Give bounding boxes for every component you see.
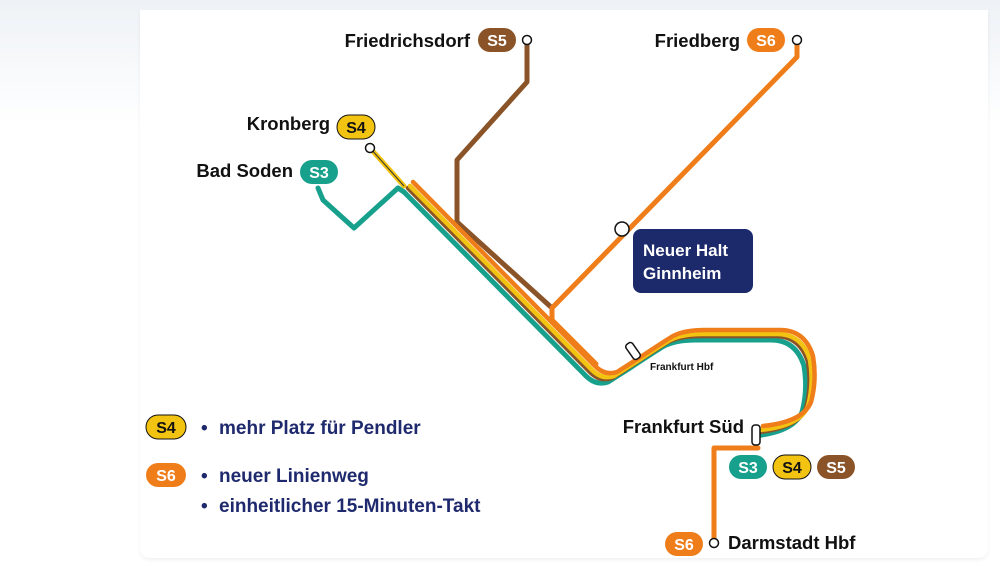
callout-line2: Ginnheim [643, 264, 721, 283]
callout-new-stop-ginnheim: Neuer Halt Ginnheim [633, 229, 753, 293]
legend-bullet: • [201, 418, 208, 439]
svg-text:S6: S6 [756, 33, 776, 50]
svg-text:S4: S4 [346, 120, 366, 137]
label-darmstadt-hbf: Darmstadt Hbf [728, 532, 856, 553]
trunk-bundle [401, 179, 817, 439]
label-friedberg: Friedberg [655, 30, 740, 51]
badge-s4-kronberg: S4 [336, 114, 376, 140]
svg-text:S4: S4 [156, 420, 176, 437]
stop-friedberg [791, 34, 803, 46]
badge-s4-sued: S4 [772, 454, 812, 480]
legend-badge-s6: S6 [146, 463, 186, 487]
badge-s6-darmstadt: S6 [665, 532, 703, 556]
legend-s4-text: mehr Platz für Pendler [219, 418, 421, 439]
legend-s6-text-2: einheitlicher 15-Minuten-Takt [219, 496, 481, 517]
svg-text:S6: S6 [674, 537, 694, 554]
svg-text:S6: S6 [156, 468, 176, 485]
svg-text:S3: S3 [309, 165, 329, 182]
stop-frankfurt-hbf [624, 341, 642, 361]
badge-s3-bad-soden: S3 [300, 160, 338, 184]
legend-s6-text-1: neuer Linienweg [219, 466, 369, 487]
legend: S4 • mehr Platz für Pendler S6 • neuer L… [145, 414, 481, 517]
stop-darmstadt [708, 537, 720, 549]
label-frankfurt-sued: Frankfurt Süd [623, 416, 744, 437]
legend-bullet: • [201, 466, 208, 487]
stop-frankfurt-sued [751, 424, 761, 446]
stop-ginnheim-new [614, 221, 630, 237]
line-s6-branch [549, 37, 800, 311]
line-s5-branch [454, 37, 555, 311]
svg-text:S4: S4 [782, 460, 802, 477]
badge-s5-friedrichsdorf: S5 [478, 28, 516, 52]
svg-text:S3: S3 [738, 460, 758, 477]
stop-kronberg [364, 142, 376, 154]
badge-s3-sued: S3 [729, 455, 767, 479]
legend-bullet: • [201, 496, 208, 517]
label-kronberg: Kronberg [247, 113, 330, 134]
svg-text:S5: S5 [826, 460, 846, 477]
label-friedrichsdorf: Friedrichsdorf [345, 30, 471, 51]
svg-text:S5: S5 [487, 33, 507, 50]
badge-s6-friedberg: S6 [747, 28, 785, 52]
callout-line1: Neuer Halt [643, 241, 728, 260]
line-s6-darmstadt [711, 445, 761, 546]
label-frankfurt-hbf: Frankfurt Hbf [650, 362, 714, 373]
label-bad-soden: Bad Soden [196, 160, 293, 181]
legend-badge-s4: S4 [145, 414, 187, 440]
line-s3-branch [315, 185, 407, 231]
stop-friedrichsdorf [521, 34, 533, 46]
badge-s5-sued: S5 [817, 455, 855, 479]
